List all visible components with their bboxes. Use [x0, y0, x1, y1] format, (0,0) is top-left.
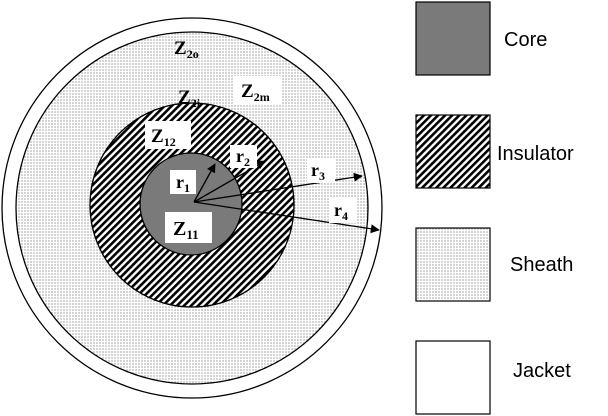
legend-item-insulator: Insulator — [415, 114, 574, 189]
r4-arrow — [193, 201, 380, 234]
legend-item-core: Core — [415, 1, 547, 76]
z2i-label: Z2i — [178, 87, 201, 110]
svg-text:Z11: Z11 — [173, 218, 199, 242]
svg-text:r2: r2 — [236, 146, 250, 169]
z11-label: Z11 — [165, 212, 212, 243]
core-swatch — [415, 1, 491, 76]
svg-text:Z12: Z12 — [151, 126, 176, 149]
svg-text:Z2m: Z2m — [241, 81, 270, 104]
r1-arrow — [193, 163, 216, 203]
legend-label-sheath: Sheath — [510, 254, 573, 276]
svg-text:r1: r1 — [176, 172, 190, 195]
z2m-label: Z2m — [233, 76, 281, 104]
r2-label: r2 — [230, 145, 257, 169]
insulator-swatch — [415, 114, 491, 189]
r1-label: r1 — [170, 170, 196, 195]
legend: Core Insulator Sheath Jacket — [415, 1, 574, 415]
sheath-swatch — [415, 227, 491, 302]
z2o-label: Z2o — [174, 38, 199, 61]
legend-label-core: Core — [504, 29, 547, 51]
z12-label: Z12 — [145, 121, 191, 149]
svg-text:r3: r3 — [311, 160, 325, 183]
legend-label-insulator: Insulator — [497, 143, 574, 165]
legend-item-sheath: Sheath — [415, 227, 573, 302]
r3-label: r3 — [307, 158, 335, 183]
svg-text:Z2i: Z2i — [178, 87, 201, 110]
svg-text:r4: r4 — [334, 200, 348, 223]
jacket-swatch — [415, 340, 491, 415]
legend-label-jacket: Jacket — [513, 360, 571, 382]
legend-item-jacket: Jacket — [415, 340, 571, 415]
svg-text:Z2o: Z2o — [174, 38, 199, 61]
r4-label: r4 — [329, 198, 357, 223]
